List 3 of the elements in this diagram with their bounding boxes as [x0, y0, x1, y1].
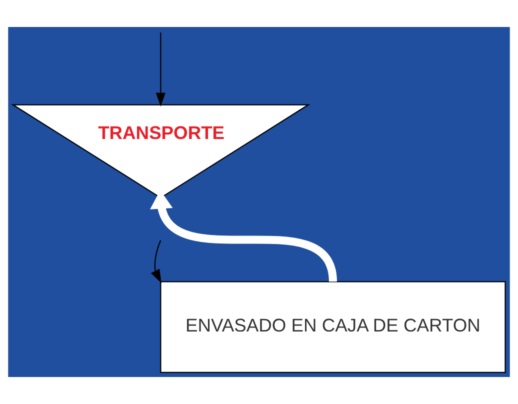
arrow	[150, 240, 162, 284]
arrow	[156, 32, 166, 107]
node-box: ENVASADO EN CAJA DE CARTON	[160, 281, 506, 373]
